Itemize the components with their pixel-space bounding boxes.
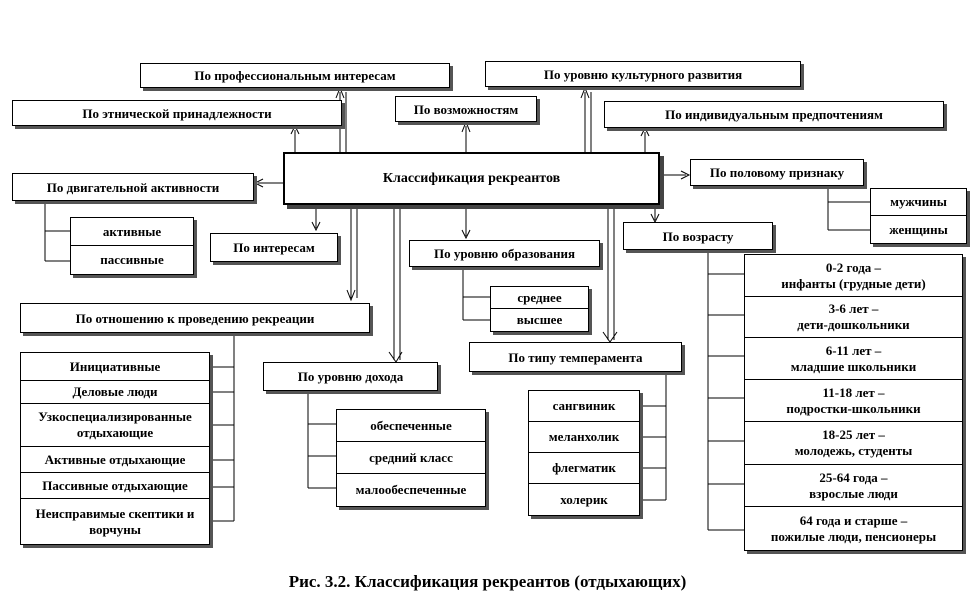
center-node: Классификация рекреантов [283,152,660,205]
education-item: среднее [491,287,588,309]
temperament-item: сангвиник [529,391,639,422]
age-item: 11-18 лет –подростки-школьники [745,380,962,422]
gender-item: мужчины [871,189,966,216]
category-income: По уровню дохода [263,362,438,391]
motor-item: пассивные [100,252,164,267]
age-item: 6-11 лет –младшие школьники [745,338,962,380]
category-age: По возрасту [623,222,773,250]
category-gender: По половому признаку [690,159,864,186]
temperament-item: флегматик [529,453,639,484]
attitude-item: Неисправимые скептики и ворчуны [35,505,195,537]
age-range: 25-64 года – [819,469,888,485]
category-preferences: По индивидуальным предпочтениям [604,101,944,128]
income-item: малообеспеченные [355,482,467,497]
figure-caption: Рис. 3.2. Классификация рекреантов (отды… [288,572,687,591]
age-range: 0-2 года – [825,259,882,275]
age-desc: пожилые люди, пенсионеры [770,528,937,544]
category-attitude: По отношению к проведению рекреации [20,303,370,333]
age-range: 18-25 лет – [822,427,885,442]
age-item: 25-64 года –взрослые люди [745,465,962,507]
age-item: 18-25 лет –молодежь, студенты [745,422,962,465]
temperament-list: сангвиник меланхолик флегматик холерик [528,390,640,516]
attitude-item: Пассивные отдыхающие [21,473,209,499]
attitude-list: Инициативные Деловые люди Узкоспециализи… [20,352,210,545]
age-item: 64 года и старше –пожилые люди, пенсионе… [745,507,962,550]
age-desc: младшие школьники [790,358,917,374]
attitude-item: Деловые люди [21,381,209,404]
age-range: 6-11 лет – [825,342,882,358]
motor-item: активные [71,218,193,246]
gender-list: мужчины женщины [870,188,967,244]
age-range: 64 года и старше – [799,512,908,528]
age-desc: молодежь, студенты [794,443,913,458]
category-cultural: По уровню культурного развития [485,61,801,87]
category-education: По уровню образования [409,240,600,267]
income-item: обеспеченные [337,410,485,442]
category-professional: По профессиональным интересам [140,63,450,88]
income-list: обеспеченные средний класс малообеспечен… [336,409,486,507]
attitude-item: Активные отдыхающие [21,447,209,473]
age-desc: инфанты (грудные дети) [781,275,926,291]
age-desc: дети-дошкольники [797,317,910,332]
category-temperament: По типу темперамента [469,342,682,372]
attitude-item: Инициативные [21,353,209,381]
age-item: 0-2 года –инфанты (грудные дети) [745,255,962,297]
category-interests: По интересам [210,233,338,262]
age-item: 3-6 лет –дети-дошкольники [745,297,962,338]
category-possibilities: По возможностям [395,96,537,122]
education-item: высшее [516,312,563,327]
temperament-item: меланхолик [529,422,639,453]
income-item: средний класс [337,442,485,474]
age-range: 11-18 лет – [822,384,885,400]
attitude-item: Узкоспециализированные отдыхающие [21,404,209,447]
motor-list: активные пассивные [70,217,194,275]
gender-item: женщины [889,221,948,237]
age-range: 3-6 лет – [828,301,879,316]
category-motor: По двигательной активности [12,173,254,201]
category-ethnic: По этнической принадлежности [12,100,342,126]
age-desc: взрослые люди [809,485,898,501]
temperament-item: холерик [560,491,608,507]
age-desc: подростки-школьники [786,400,921,416]
age-list: 0-2 года –инфанты (грудные дети) 3-6 лет… [744,254,963,551]
education-list: среднее высшее [490,286,589,332]
